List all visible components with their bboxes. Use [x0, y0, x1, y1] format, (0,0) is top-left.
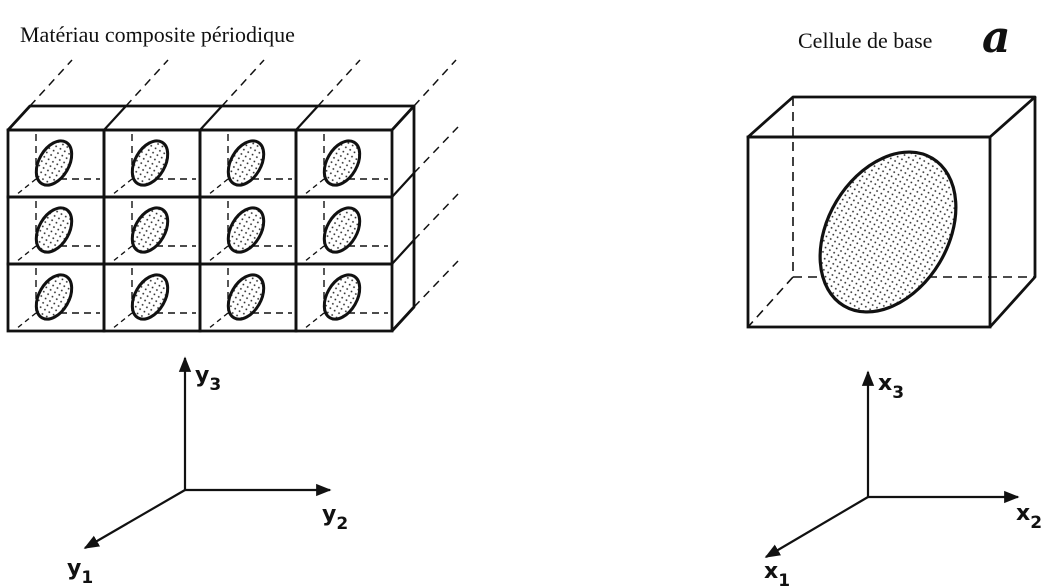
- y-axes: y3 y2 y1: [67, 356, 348, 587]
- inclusion-ellipse: [322, 206, 362, 254]
- cell-symbol: a: [982, 12, 1011, 63]
- continuation-line: [413, 59, 457, 107]
- x3-label: x3: [878, 371, 904, 403]
- continuation-line: [221, 59, 265, 107]
- continuation-line: [413, 260, 459, 308]
- inclusion-ellipse: [818, 150, 958, 314]
- x2-label: x2: [1016, 501, 1042, 533]
- hidden-edge-depth: [207, 245, 229, 263]
- x1-axis: [764, 496, 869, 558]
- inclusion-ellipse: [130, 139, 170, 187]
- hidden-edge-depth: [111, 312, 133, 330]
- cell-side-face: [988, 97, 1037, 328]
- continuation-line: [125, 59, 169, 107]
- composite-cell: [294, 262, 394, 333]
- continuation-line: [413, 126, 459, 174]
- hidden-edge-depth: [303, 178, 325, 196]
- inclusion-ellipse: [226, 206, 266, 254]
- hidden-edge-depth: [303, 312, 325, 330]
- inclusion-ellipse: [322, 139, 362, 187]
- composite-cell: [102, 195, 202, 266]
- composite-cells: [6, 104, 416, 333]
- x1-label: x1: [764, 559, 790, 587]
- composite-cell: [102, 128, 202, 199]
- side-cell-edge: [391, 239, 415, 265]
- hidden-edge-depth: [207, 312, 229, 330]
- y3-label: y3: [195, 363, 221, 395]
- inclusion-ellipse: [226, 273, 266, 321]
- composite-cell: [102, 262, 202, 333]
- periodic-continuation-lines: [29, 59, 459, 308]
- y2-label: y2: [322, 502, 348, 534]
- cell-front-face: [294, 262, 394, 333]
- inclusion-ellipse: [34, 139, 74, 187]
- composite-cell: [198, 195, 298, 266]
- cell-front-face: [746, 135, 992, 329]
- cell-title: Cellule de base: [798, 28, 932, 53]
- inclusion-ellipse: [130, 206, 170, 254]
- composite-cell: [294, 195, 394, 266]
- top-cell-edge: [103, 105, 127, 131]
- side-cell-edge: [391, 172, 415, 198]
- composite-title: Matériau composite périodique: [20, 22, 295, 47]
- hidden-edge-depth: [303, 245, 325, 263]
- periodic-composite-block: [6, 59, 459, 333]
- hidden-edge-depth: [747, 276, 794, 328]
- top-cell-edge: [199, 105, 223, 131]
- inclusion-ellipse: [34, 206, 74, 254]
- composite-cell: [198, 262, 298, 333]
- block-side-face: [390, 106, 416, 332]
- composite-cell: [6, 128, 106, 199]
- top-cell-edge: [295, 105, 319, 131]
- cell-top-face: [746, 95, 1037, 139]
- hidden-edge-depth: [15, 178, 37, 196]
- composite-cell: [198, 128, 298, 199]
- continuation-line: [317, 59, 361, 107]
- hidden-edge-depth: [207, 178, 229, 196]
- x-axes: x3 x2 x1: [764, 370, 1042, 587]
- inclusion-ellipse: [34, 273, 74, 321]
- y1-axis: [83, 489, 186, 549]
- hidden-edge-depth: [15, 245, 37, 263]
- continuation-line: [29, 59, 73, 107]
- inclusion-ellipse: [130, 273, 170, 321]
- hidden-edge-depth: [111, 178, 133, 196]
- continuation-line: [413, 193, 459, 241]
- y1-label: y1: [67, 556, 93, 587]
- unit-cell: [746, 95, 1037, 329]
- hidden-edge-depth: [15, 312, 37, 330]
- composite-cell: [6, 195, 106, 266]
- inclusion-ellipse: [226, 139, 266, 187]
- hidden-edge-depth: [111, 245, 133, 263]
- composite-cell: [294, 128, 394, 199]
- composite-cell: [6, 262, 106, 333]
- inclusion-ellipse: [322, 273, 362, 321]
